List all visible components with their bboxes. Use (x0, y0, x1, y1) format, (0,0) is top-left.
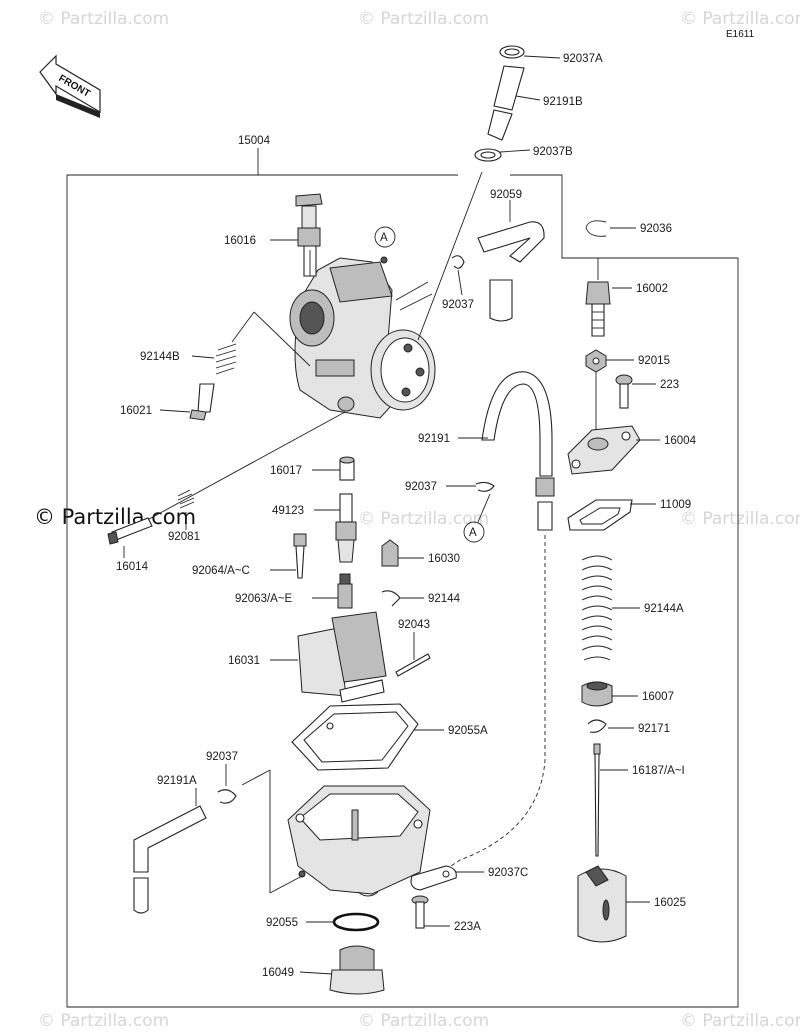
o-ring-92055-icon (306, 912, 380, 932)
cap-16004-icon (567, 425, 660, 475)
part-label[interactable]: 92191A (157, 775, 197, 787)
hose-92191b-icon (487, 65, 541, 141)
hose-92059-icon (477, 200, 545, 322)
watermark: © Partzilla.com (38, 9, 169, 29)
part-label[interactable]: 16049 (262, 967, 294, 979)
part-label[interactable]: 92064/A~C (192, 565, 250, 577)
part-label[interactable]: 16025 (654, 897, 686, 909)
watermark: © Partzilla.com (680, 9, 800, 29)
clamp-92037b-icon (474, 148, 531, 162)
watermark: © Partzilla.com (358, 1011, 489, 1031)
needle-jet-49123-icon (314, 493, 357, 563)
part-label[interactable]: 16030 (428, 553, 460, 565)
clamp-92037-3-icon (217, 764, 237, 804)
callout-a-top: A (374, 226, 396, 248)
callout-a-label: A (380, 232, 388, 244)
gasket-92055a-icon (291, 703, 444, 771)
float-bowl-icon (287, 785, 431, 897)
part-label[interactable]: 92055 (266, 917, 298, 929)
part-label[interactable]: 92171 (638, 723, 670, 735)
screw-16021-icon (159, 383, 215, 421)
watermark: © Partzilla.com (680, 509, 800, 529)
part-label[interactable]: 16187/A~I (632, 765, 685, 777)
part-label[interactable]: 92055A (448, 725, 488, 737)
part-label[interactable]: 15004 (238, 135, 271, 147)
part-label[interactable]: 92037 (405, 481, 437, 493)
adjuster-16002-icon (585, 281, 632, 337)
part-label[interactable]: 16014 (116, 561, 149, 573)
part-label[interactable]: 92191B (543, 96, 583, 108)
plug-16049-icon (299, 945, 385, 995)
part-label[interactable]: 16007 (642, 691, 674, 703)
part-label[interactable]: 92037C (488, 867, 528, 879)
part-label[interactable]: 49123 (272, 505, 304, 517)
part-label[interactable]: 16021 (120, 405, 152, 417)
part-label[interactable]: 92191 (418, 433, 450, 445)
part-label[interactable]: 16016 (224, 235, 256, 247)
throttle-valve-16025-icon (577, 865, 650, 943)
watermark: © Partzilla.com (358, 509, 489, 529)
watermark-layer: © Partzilla.com © Partzilla.com © Partzi… (38, 9, 800, 1031)
part-label[interactable]: 11009 (660, 499, 691, 511)
part-label[interactable]: 16002 (636, 283, 668, 295)
clip-92144-icon (381, 590, 424, 607)
part-label[interactable]: 92081 (168, 531, 200, 543)
part-label[interactable]: 92063/A~E (235, 593, 293, 605)
part-label[interactable]: 92015 (638, 355, 670, 367)
part-label[interactable]: 16017 (270, 465, 302, 477)
part-label[interactable]: 92144 (428, 593, 461, 605)
nut-92015-icon (585, 349, 634, 373)
part-label[interactable]: 92036 (640, 223, 672, 235)
watermark: © Partzilla.com (680, 1011, 800, 1031)
tab-92037c-icon (410, 865, 484, 891)
part-label[interactable]: 92144B (140, 351, 180, 363)
gasket-11009-icon (567, 499, 656, 531)
callout-a-bottom: A (463, 493, 491, 543)
watermark: © Partzilla.com (358, 9, 489, 29)
part-label[interactable]: 92037A (563, 53, 603, 65)
jet-16017-icon (312, 456, 355, 481)
diagram-code: E1611 (726, 29, 755, 40)
part-label[interactable]: 16031 (228, 655, 260, 667)
screw-16014-icon (107, 517, 153, 558)
part-label[interactable]: 92037B (533, 146, 573, 158)
spring-92144b-icon (191, 311, 311, 375)
jet-92063-icon (312, 573, 353, 609)
part-label[interactable]: 92059 (490, 189, 522, 201)
carburetor-body-icon (289, 256, 436, 419)
part-label[interactable]: 92037 (442, 299, 474, 311)
spring-92144a-icon (581, 555, 640, 661)
part-label[interactable]: 92043 (398, 619, 430, 631)
retainer-16007-icon (581, 681, 638, 707)
part-label[interactable]: 16004 (664, 435, 697, 447)
jet-92064-icon (270, 533, 307, 579)
screw-223-icon (615, 374, 656, 409)
screw-223a-icon (411, 895, 450, 929)
assembly-frame (66, 148, 739, 1008)
clip-92171-icon (587, 719, 634, 733)
hose-92191-icon (458, 371, 555, 531)
clamp-92037-2-icon (446, 481, 495, 492)
snap-ring-92036-icon (585, 220, 636, 237)
screw-16016-icon (270, 193, 323, 277)
float-16031-icon (270, 611, 387, 703)
pin-92043-icon (395, 632, 431, 677)
main-watermark: © Partzilla.com (34, 505, 196, 529)
clamp-92037a-icon (499, 45, 561, 59)
callout-a-label: A (469, 527, 477, 539)
watermark: © Partzilla.com (38, 1011, 169, 1031)
valve-16030-icon (381, 539, 424, 567)
clamp-92037-icon (451, 255, 465, 296)
part-label[interactable]: 92037 (206, 751, 238, 763)
spring-92081-icon (177, 489, 195, 530)
part-labels: 92037A 92191B 92037B 15004 92059 92036 1… (116, 53, 697, 979)
front-arrow-icon: FRONT (39, 54, 101, 118)
hose-92191a-icon (133, 788, 207, 914)
part-label[interactable]: 223A (454, 921, 481, 933)
part-label[interactable]: 223 (660, 379, 679, 391)
needle-16187-icon (593, 743, 628, 857)
part-label[interactable]: 92144A (644, 603, 684, 615)
